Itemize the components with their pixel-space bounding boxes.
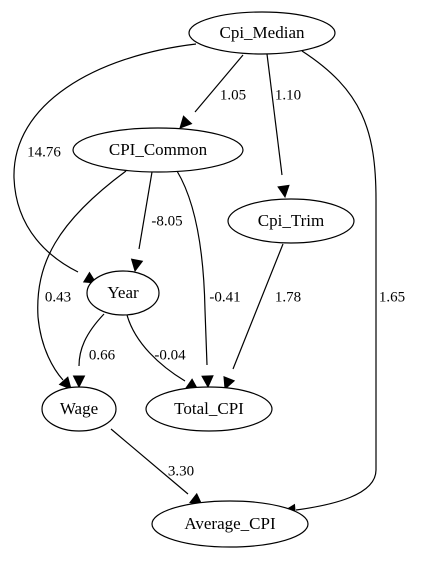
edge-weight-cpi_median-to-year: 14.76: [27, 144, 61, 160]
node-ellipse: [72, 127, 244, 173]
edge-line: [176, 170, 208, 366]
node-ellipse: [151, 500, 309, 548]
arrowhead-icon: [58, 376, 72, 390]
node-total_cpi: Total_CPI: [145, 386, 273, 432]
node-cpi_trim: Cpi_Trim: [227, 198, 355, 244]
edges-layer: [13, 43, 377, 517]
node-label: Average_CPI: [184, 514, 276, 533]
edge-cpi_median-to-cpi_trim: [266, 53, 290, 199]
edge-cpi_median-to-cpi_common: [179, 54, 244, 129]
node-cpi_common: CPI_Common: [72, 127, 244, 173]
arrowhead-icon: [223, 375, 236, 391]
node-label: Cpi_Median: [220, 23, 305, 42]
edge-cpi_common-to-total_cpi: [176, 170, 214, 389]
edge-weight-cpi_trim-to-total_cpi: 1.78: [275, 289, 301, 305]
edge-line: [126, 314, 186, 382]
node-ellipse: [188, 11, 336, 55]
edge-line: [13, 43, 197, 273]
arrowhead-icon: [130, 258, 144, 273]
arrowhead-icon: [277, 184, 290, 199]
node-cpi_median: Cpi_Median: [188, 11, 336, 55]
edge-line: [232, 243, 284, 370]
edge-weight-year-to-wage: 0.66: [89, 347, 116, 363]
edge-weight-cpi_common-to-year: -8.05: [151, 213, 182, 229]
edge-line: [37, 170, 127, 381]
node-label: Wage: [60, 399, 98, 418]
node-year: Year: [86, 270, 160, 316]
node-wage: Wage: [41, 386, 117, 432]
edge-weight-cpi_median-to-cpi_trim: 1.10: [275, 87, 301, 103]
edge-weight-cpi_median-to-cpi_common: 1.05: [220, 87, 246, 103]
edge-weight-cpi_median-to-average_cpi: 1.65: [379, 289, 405, 305]
edge-cpi_common-to-wage: [37, 170, 127, 390]
edge-line: [266, 53, 283, 176]
arrowhead-icon: [72, 375, 86, 389]
edge-cpi_trim-to-total_cpi: [223, 243, 284, 391]
node-ellipse: [227, 198, 355, 244]
node-ellipse: [86, 270, 160, 316]
edge-labels-layer: 1.05 1.10 14.76 1.65 -8.05 0.43 -0.41 1.78 0.66 -…: [27, 87, 405, 479]
node-label: Year: [107, 283, 139, 302]
node-label: CPI_Common: [109, 140, 208, 159]
edge-cpi_median-to-average_cpi: [282, 50, 377, 517]
edge-weight-year-to-total_cpi: -0.04: [154, 347, 186, 363]
node-ellipse: [145, 386, 273, 432]
edge-weight-cpi_common-to-total_cpi: -0.41: [209, 289, 240, 305]
arrowhead-icon: [179, 115, 193, 129]
arrowhead-icon: [201, 375, 214, 389]
node-label: Cpi_Trim: [258, 211, 324, 230]
edge-line: [194, 54, 244, 113]
edge-year-to-wage: [72, 313, 105, 389]
edge-cpi_common-to-year: [130, 171, 153, 273]
edge-line: [110, 428, 189, 495]
edge-line: [295, 50, 377, 511]
edge-weight-wage-to-average_cpi: 3.30: [168, 463, 194, 479]
edge-weight-cpi_common-to-wage: 0.43: [45, 289, 71, 305]
edge-line: [138, 171, 153, 250]
node-average_cpi: Average_CPI: [151, 500, 309, 548]
edge-line: [78, 313, 105, 367]
node-label: Total_CPI: [174, 399, 244, 418]
node-ellipse: [41, 386, 117, 432]
